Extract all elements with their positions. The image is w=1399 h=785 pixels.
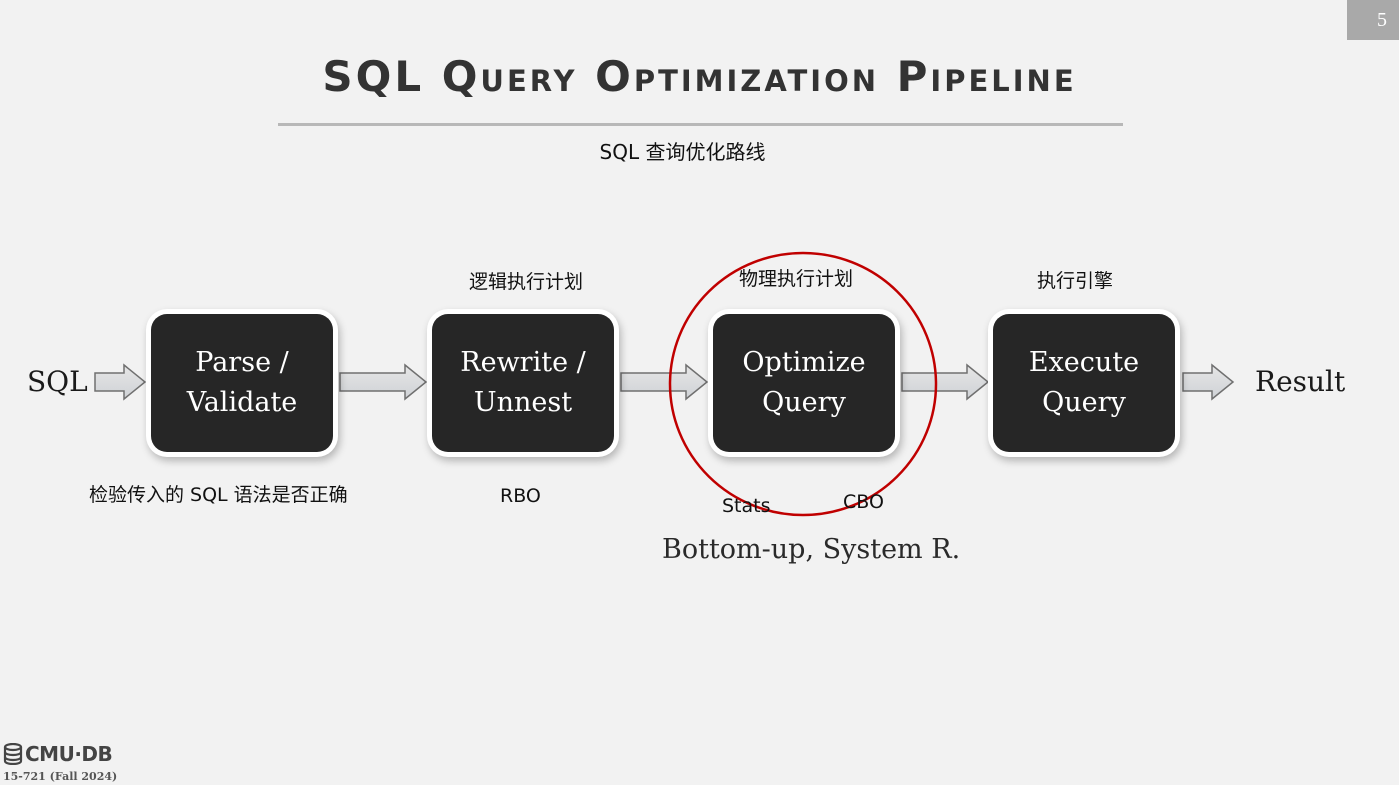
stage-parse-validate: Parse / Validate <box>151 314 333 452</box>
slide-number: 5 <box>1347 0 1399 40</box>
arrow-rewrite-to-optimize <box>620 363 709 401</box>
slide-title: SQL Query Optimization Pipeline <box>322 52 1077 101</box>
stage-parse-line2: Validate <box>186 387 298 418</box>
stage-execute-line2: Query <box>1042 387 1126 418</box>
stage-rewrite-unnest: Rewrite / Unnest <box>432 314 614 452</box>
logo-text: CMU·DB <box>25 742 113 766</box>
annotation-cbo: CBO <box>843 491 884 513</box>
cmu-db-logo: CMU·DB <box>3 742 113 766</box>
annotation-physical-plan: 物理执行计划 <box>739 268 854 290</box>
input-label-sql: SQL <box>27 365 88 398</box>
database-icon <box>3 743 23 765</box>
stage-optimize-query: Optimize Query <box>713 314 895 452</box>
stage-rewrite-line2: Unnest <box>473 387 573 418</box>
stage-optimize-line1: Optimize <box>742 347 866 378</box>
highlight-circle <box>668 251 938 517</box>
title-divider <box>278 123 1123 126</box>
annotation-stats: Stats <box>722 495 771 517</box>
stage-parse-line1: Parse / <box>195 347 289 378</box>
stage-execute-line1: Execute <box>1028 347 1140 378</box>
annotation-bottom-up: Bottom-up, System R. <box>662 534 961 565</box>
output-label-result: Result <box>1255 365 1346 398</box>
arrow-execute-to-result <box>1182 363 1235 401</box>
arrow-sql-to-parse <box>94 363 147 401</box>
annotation-execution-engine: 执行引擎 <box>1037 270 1114 292</box>
stage-rewrite-line1: Rewrite / <box>460 347 586 378</box>
slide-subtitle: SQL 查询优化路线 <box>599 140 766 164</box>
course-label: 15-721 (Fall 2024) <box>3 770 118 783</box>
stage-optimize-line2: Query <box>762 387 846 418</box>
arrow-optimize-to-execute <box>901 363 990 401</box>
annotation-parse-note: 检验传入的 SQL 语法是否正确 <box>89 484 348 506</box>
arrow-parse-to-rewrite <box>339 363 428 401</box>
stage-execute-query: Execute Query <box>993 314 1175 452</box>
annotation-logical-plan: 逻辑执行计划 <box>469 271 584 293</box>
annotation-rbo: RBO <box>500 485 541 507</box>
